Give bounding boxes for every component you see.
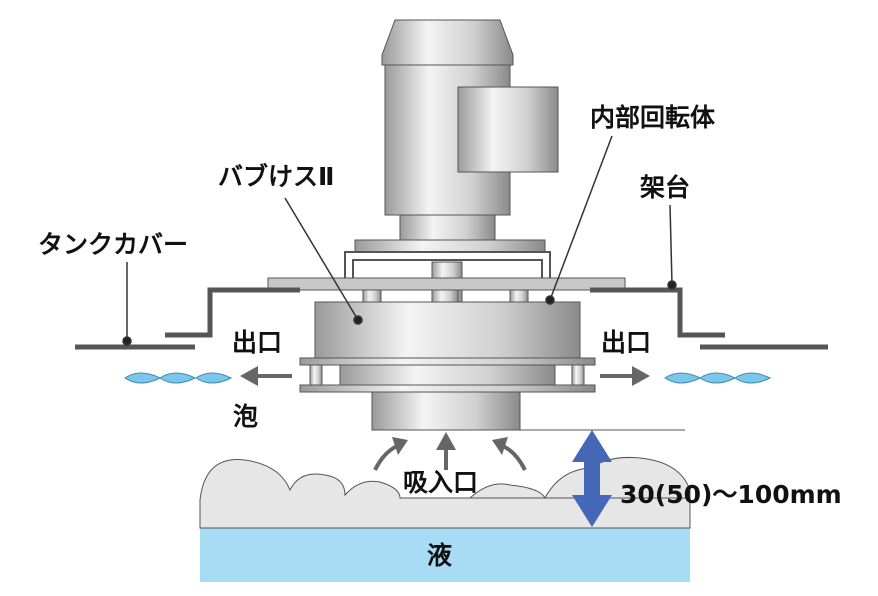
ring-upper — [299, 357, 596, 366]
post — [571, 364, 585, 386]
motor-neck — [399, 214, 496, 241]
label-foam: 泡 — [233, 402, 259, 431]
bracket — [344, 251, 551, 278]
label-tank-cover: タンクカバー — [38, 230, 189, 259]
label-bubbless: バブけスⅡ — [218, 162, 335, 191]
junction-box — [457, 86, 559, 173]
inlet-cylinder — [371, 391, 521, 431]
label-distance: 30(50)～100mm — [620, 480, 842, 509]
impeller — [339, 364, 556, 386]
liquid-area — [200, 528, 690, 582]
bubble-drops — [124, 372, 772, 384]
post — [309, 364, 323, 386]
label-liquid: 液 — [427, 541, 453, 570]
column — [431, 289, 459, 303]
tank-cover — [75, 287, 828, 350]
motor-cap — [381, 19, 514, 66]
label-frame: 架台 — [640, 173, 691, 202]
label-internal-rotor: 内部回転体 — [590, 103, 716, 132]
label-outlet-left: 出口 — [232, 328, 283, 357]
outlet-arrows — [240, 366, 650, 386]
foam-area — [199, 457, 691, 529]
column — [509, 289, 529, 303]
internal-rotor — [314, 301, 581, 359]
frame-plate — [267, 277, 626, 291]
label-inlet: 吸入口 — [403, 468, 479, 497]
column — [362, 289, 382, 303]
label-outlet-right: 出口 — [601, 328, 652, 357]
motor-flange — [354, 239, 546, 253]
ring-lower — [299, 384, 596, 393]
distance-arrow — [572, 430, 612, 527]
leader-lines — [122, 135, 677, 346]
inlet-arrowheads — [392, 432, 508, 455]
